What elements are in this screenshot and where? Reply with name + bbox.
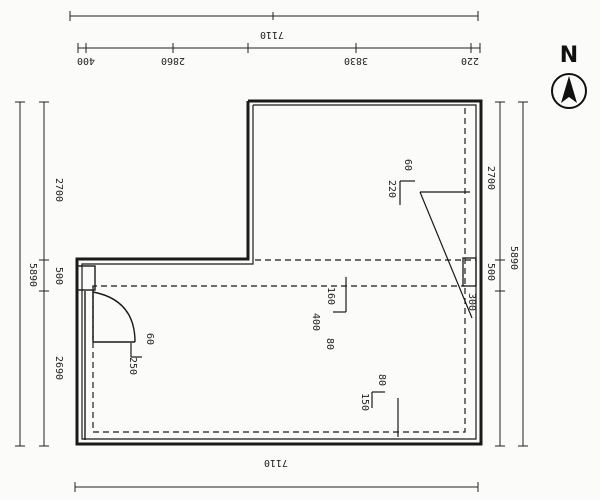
left-segment-2: 500 <box>53 267 64 285</box>
north-arrow-icon <box>551 73 587 109</box>
top-dimension-segments <box>77 43 481 53</box>
top-segment-1: 400 <box>77 55 95 66</box>
right-total-label: 5890 <box>508 246 519 270</box>
label-lower-a: 80 <box>376 374 387 386</box>
left-dimension-inner <box>39 101 49 447</box>
label-center-b: 400 <box>310 313 321 331</box>
label-right-edge: 300 <box>466 293 477 311</box>
label-left-b: 250 <box>127 357 138 375</box>
detail-bracket-left <box>130 343 142 358</box>
top-dimension-total <box>69 11 479 21</box>
label-upper-right-a: 60 <box>402 159 413 171</box>
label-center-a: 160 <box>325 287 336 305</box>
door-swing-icon <box>92 290 136 343</box>
right-dimension-outer <box>518 101 528 447</box>
bottom-total-label: 7110 <box>264 457 288 468</box>
left-segment-1: 2700 <box>53 178 64 202</box>
top-segment-3: 3830 <box>344 55 368 66</box>
diagonal-line <box>419 191 473 319</box>
detail-bracket-lower <box>371 391 399 437</box>
label-left-a: 60 <box>144 333 155 345</box>
right-dimension-inner <box>495 101 505 447</box>
top-segment-2: 2860 <box>161 55 185 66</box>
detail-bracket-center <box>333 277 347 313</box>
right-segment-1: 2700 <box>485 166 496 190</box>
detail-bracket-upper <box>399 180 415 205</box>
left-wall-opening <box>76 265 96 440</box>
north-label: N <box>560 43 578 68</box>
label-center-c: 80 <box>324 338 335 350</box>
left-dimension-outer <box>15 101 25 447</box>
outer-walls <box>75 99 483 446</box>
top-total-label: 7110 <box>260 29 284 40</box>
left-segment-3: 2690 <box>53 356 64 380</box>
right-wall-opening <box>462 257 477 287</box>
right-segment-2: 500 <box>485 263 496 281</box>
dashed-inner-outline <box>92 108 476 433</box>
top-segment-4: 220 <box>461 55 479 66</box>
left-total-label: 5890 <box>27 263 38 287</box>
label-lower-b: 150 <box>359 393 370 411</box>
label-upper-right-b: 220 <box>386 180 397 198</box>
bottom-dimension <box>74 482 479 492</box>
